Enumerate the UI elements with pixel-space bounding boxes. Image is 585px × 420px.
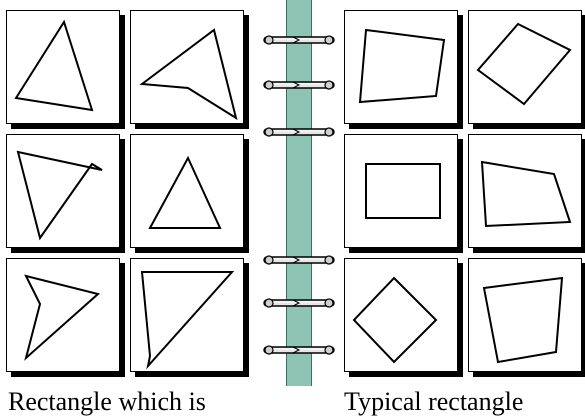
left-tile-4 [130, 134, 244, 248]
quadrilateral-shape [482, 162, 570, 226]
left-tile-3-drawing [6, 134, 120, 248]
right-tile-6 [468, 258, 582, 372]
left-tile-6 [130, 258, 244, 372]
left-tile-6-drawing [130, 258, 244, 372]
quadrilateral-shape [142, 272, 232, 366]
quadrilateral-shape [18, 152, 102, 238]
left-tile-2 [130, 10, 244, 124]
quadrilateral-shape [484, 278, 562, 362]
right-tile-6-drawing [468, 258, 582, 372]
right-tile-1-drawing [344, 10, 458, 124]
quadrilateral-shape [26, 276, 98, 358]
left-tile-1 [6, 10, 120, 124]
right-tile-4 [468, 134, 582, 248]
left-tile-1-drawing [6, 10, 120, 124]
right-tile-3-drawing [344, 134, 458, 248]
left-tile-3 [6, 134, 120, 248]
right-tile-2-drawing [468, 10, 582, 124]
binder-spine [286, 0, 312, 386]
quadrilateral-shape [360, 30, 444, 102]
right-tile-1 [344, 10, 458, 124]
binder-ring [263, 344, 335, 356]
binder-ring [263, 79, 335, 91]
right-tile-2 [468, 10, 582, 124]
quadrilateral-shape [478, 24, 570, 104]
left-tile-2-drawing [130, 10, 244, 124]
right-tile-4-drawing [468, 134, 582, 248]
left-tile-4-drawing [130, 134, 244, 248]
diamond-shape [354, 278, 436, 362]
triangle-shape [16, 22, 92, 110]
triangle-shape [150, 158, 220, 228]
right-caption: Typical rectangle [344, 384, 523, 420]
binder-ring [263, 297, 335, 309]
right-tile-3 [344, 134, 458, 248]
binder-ring [263, 34, 335, 46]
binder-ring [263, 126, 335, 138]
left-caption: Rectangle which is [8, 384, 206, 420]
quadrilateral-shape [142, 30, 236, 118]
left-tile-5-drawing [6, 258, 120, 372]
left-tile-5 [6, 258, 120, 372]
binder-ring [263, 254, 335, 266]
right-tile-5 [344, 258, 458, 372]
right-tile-5-drawing [344, 258, 458, 372]
rectangle-shape [366, 164, 440, 218]
